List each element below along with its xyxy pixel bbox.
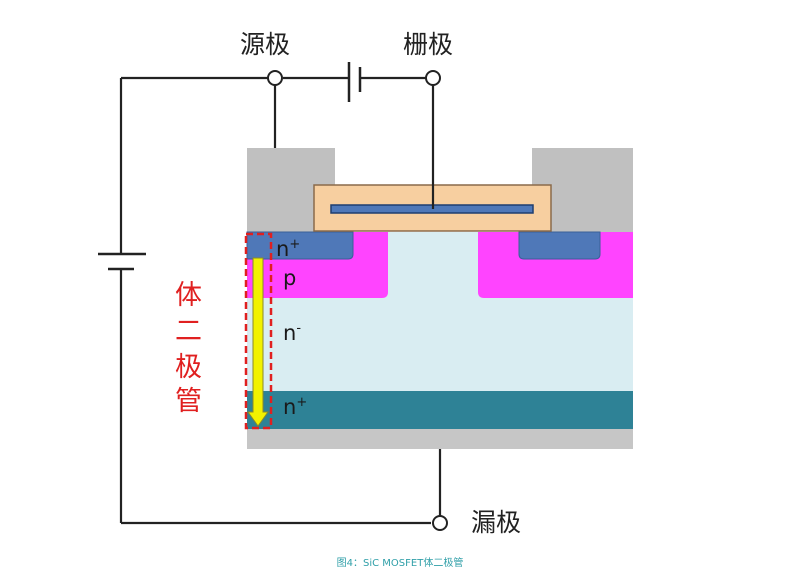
n-plus-top-base: n xyxy=(276,237,289,261)
n-plus-bottom-label: n+ xyxy=(283,395,307,419)
n-plus-source-right xyxy=(518,231,601,260)
p-label: p xyxy=(283,266,296,290)
n-plus-source-left xyxy=(246,231,354,260)
body-diode-char-4: 管 xyxy=(175,386,202,417)
n-plus-top-label: n+ xyxy=(276,237,300,261)
body-diode-current-arrow xyxy=(247,257,269,427)
n-minus-label: n- xyxy=(283,321,301,345)
body-diode-label: 体 二 极 管 xyxy=(175,280,202,417)
drain-metal xyxy=(247,429,633,449)
n-minus-base: n xyxy=(283,321,296,345)
body-diode-outline xyxy=(244,232,273,430)
circuit-wires xyxy=(119,76,442,525)
n-minus-sup: - xyxy=(296,321,301,336)
gate-terminal xyxy=(425,70,441,86)
source-label: 源极 xyxy=(240,30,290,59)
n-plus-top-sup: + xyxy=(289,237,300,252)
n-plus-bottom-sup: + xyxy=(296,395,307,410)
drain-label: 漏极 xyxy=(471,508,521,537)
source-terminal xyxy=(267,70,283,86)
body-diode-char-1: 体 xyxy=(175,280,202,311)
n-plus-bottom-base: n xyxy=(283,395,296,419)
body-diode-char-3: 极 xyxy=(175,352,202,383)
drain-terminal xyxy=(432,515,448,531)
figure-caption: 图4：SiC MOSFET体二极管 xyxy=(337,556,464,569)
gate-label: 栅极 xyxy=(403,30,453,59)
p-base: p xyxy=(283,266,296,290)
body-diode-char-2: 二 xyxy=(175,316,202,347)
n-plus-substrate xyxy=(247,391,633,429)
